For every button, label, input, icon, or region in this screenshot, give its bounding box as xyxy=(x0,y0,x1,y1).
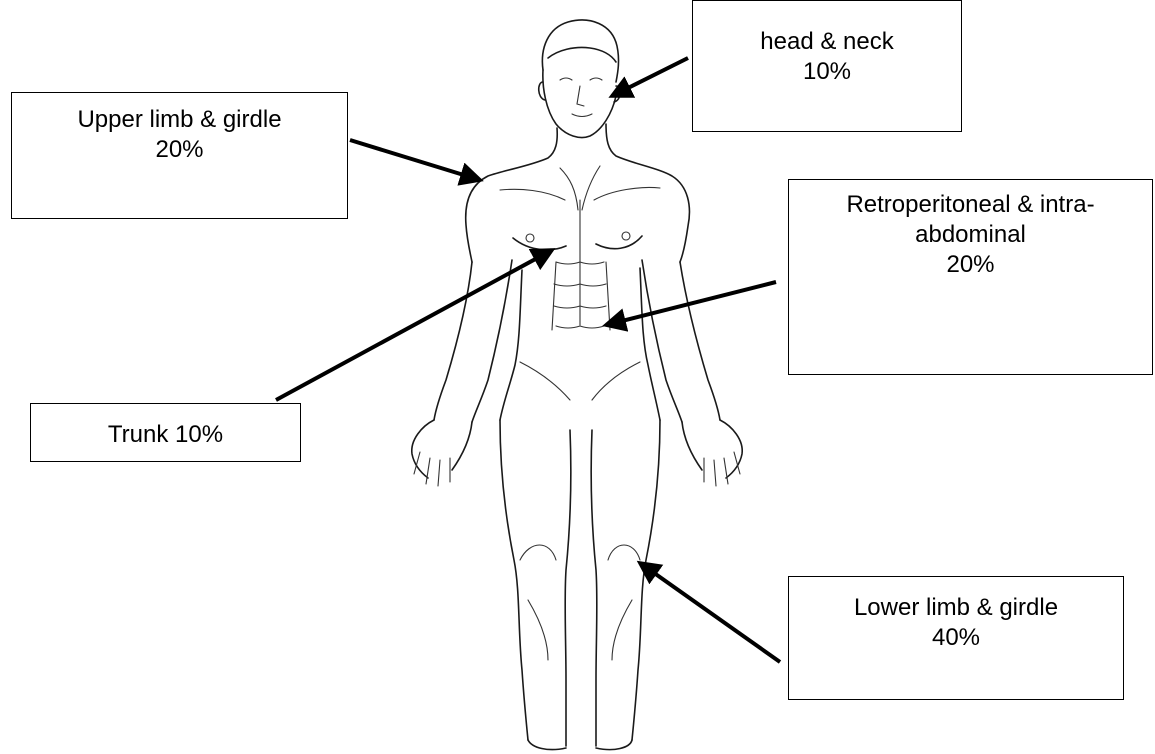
figure-arms xyxy=(412,260,742,486)
figure-head xyxy=(539,20,621,137)
label-head-neck-name: head & neck xyxy=(693,27,961,57)
arrow-lower-limb xyxy=(640,563,780,662)
label-trunk: Trunk 10% xyxy=(30,403,301,462)
arrow-trunk xyxy=(276,250,552,400)
label-upper-limb-name: Upper limb & girdle xyxy=(12,105,347,135)
figure-legs xyxy=(500,420,660,750)
label-head-neck-percent: 10% xyxy=(693,57,961,87)
label-retroperitoneal-name-2: abdominal xyxy=(789,220,1152,250)
label-trunk-text: Trunk 10% xyxy=(31,420,300,450)
arrow-upper-limb xyxy=(350,140,480,180)
label-lower-limb-name: Lower limb & girdle xyxy=(789,593,1123,623)
label-lower-limb-percent: 40% xyxy=(789,623,1123,653)
label-retroperitoneal-percent: 20% xyxy=(789,250,1152,280)
arrow-head-neck xyxy=(612,58,688,96)
label-upper-limb-percent: 20% xyxy=(12,135,347,165)
figure-torso xyxy=(466,124,690,420)
label-retroperitoneal: Retroperitoneal & intra- abdominal 20% xyxy=(788,179,1153,375)
label-upper-limb: Upper limb & girdle 20% xyxy=(11,92,348,219)
label-retroperitoneal-name-1: Retroperitoneal & intra- xyxy=(789,190,1152,220)
label-head-neck: head & neck 10% xyxy=(692,0,962,132)
label-lower-limb: Lower limb & girdle 40% xyxy=(788,576,1124,700)
